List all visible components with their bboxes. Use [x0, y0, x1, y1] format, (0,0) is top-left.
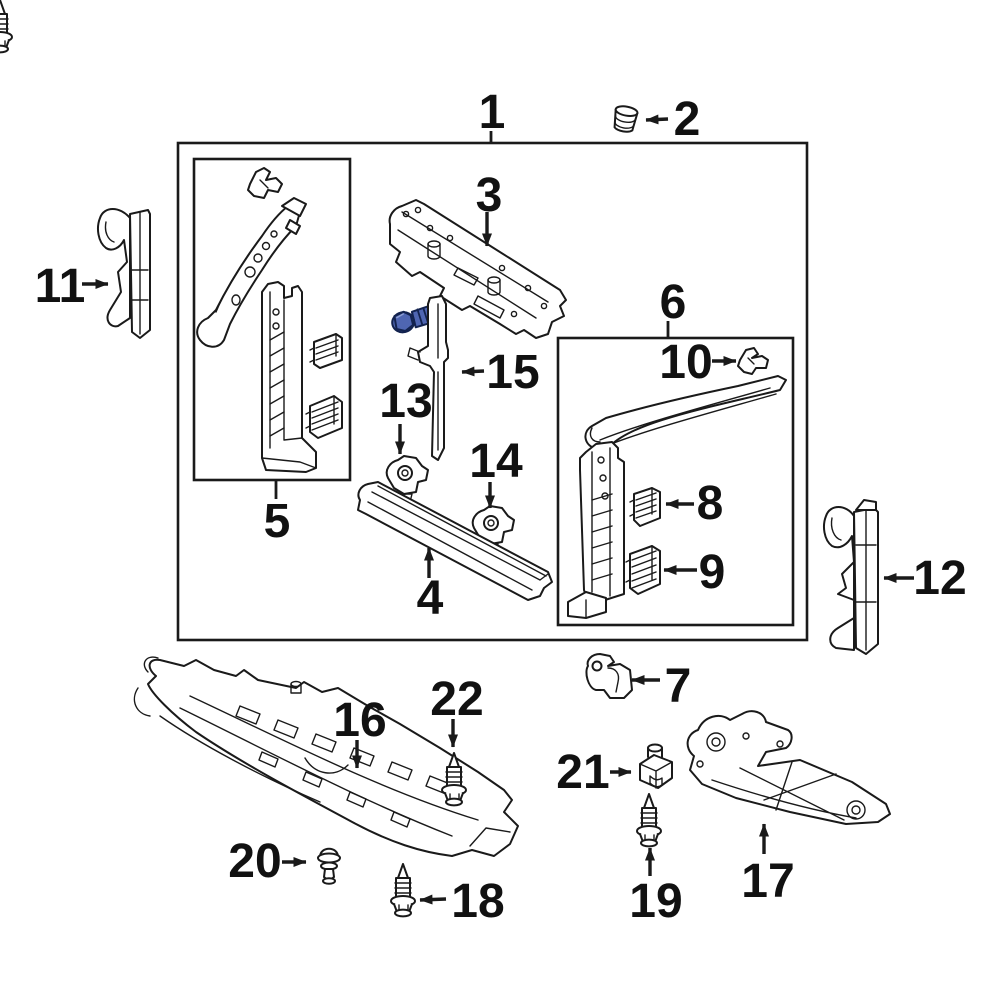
frame5-pillar-drawing [261, 281, 317, 473]
subassembly-frame-5 [192, 157, 352, 482]
part-20-drawing [317, 847, 341, 885]
part-15-drawing [407, 295, 449, 461]
part-label-1: 1 [479, 86, 506, 139]
part-label-10: 10 [659, 336, 712, 389]
part-8-drawing [629, 487, 661, 527]
part-number-labels: 1 2 3 4 5 6 7 8 9 10 11 12 13 14 15 16 1… [35, 86, 967, 928]
part-label-3: 3 [476, 169, 503, 222]
part-7-drawing [585, 653, 633, 699]
assembly-frame-1 [176, 141, 809, 642]
part-17-drawing [686, 710, 891, 825]
arrow-to-part-18 [419, 894, 447, 905]
part-21-drawing [639, 743, 673, 789]
part-18-drawing [390, 863, 416, 918]
part-11-drawing [97, 208, 151, 339]
frame6-pillar-drawing [567, 441, 625, 619]
part-label-6: 6 [660, 276, 687, 329]
part-label-19: 19 [629, 875, 682, 928]
part-4-drawing [357, 481, 553, 601]
part-label-22: 22 [430, 673, 483, 726]
arrow-to-part-2 [645, 114, 669, 125]
part-label-14: 14 [469, 435, 523, 488]
part-label-5: 5 [264, 495, 291, 548]
part-label-15: 15 [486, 346, 539, 399]
part-3-drawing [388, 199, 567, 339]
part-2-drawing [613, 105, 639, 133]
arrow-to-part-15 [461, 366, 485, 377]
part-label-8: 8 [697, 477, 724, 530]
screw-drawing [0, 0, 13, 54]
frame5-apron-drawing [196, 197, 307, 348]
part-label-9: 9 [699, 546, 726, 599]
part-16-drawing [133, 656, 519, 857]
part-10-drawing [737, 347, 769, 375]
part-label-4: 4 [417, 572, 444, 625]
frame5-retainer-upper-drawing [309, 333, 343, 369]
part-19-drawing [636, 793, 662, 848]
frame5-retainer-lower-drawing [305, 395, 343, 439]
part-label-7: 7 [665, 660, 692, 713]
part-12-drawing [823, 499, 879, 655]
part-label-13: 13 [379, 375, 432, 428]
part-label-12: 12 [913, 552, 966, 605]
leader-arrows [82, 114, 914, 905]
part-label-16: 16 [333, 694, 386, 747]
subassembly-frame-6 [556, 336, 795, 627]
part-label-17: 17 [741, 855, 794, 908]
part-label-21: 21 [556, 746, 609, 799]
part-label-18: 18 [451, 875, 504, 928]
part-9-drawing [625, 545, 661, 595]
part-label-2: 2 [674, 93, 701, 146]
frame5-clip-drawing [247, 167, 283, 199]
part-label-11: 11 [35, 260, 86, 313]
part-label-20: 20 [228, 835, 281, 888]
